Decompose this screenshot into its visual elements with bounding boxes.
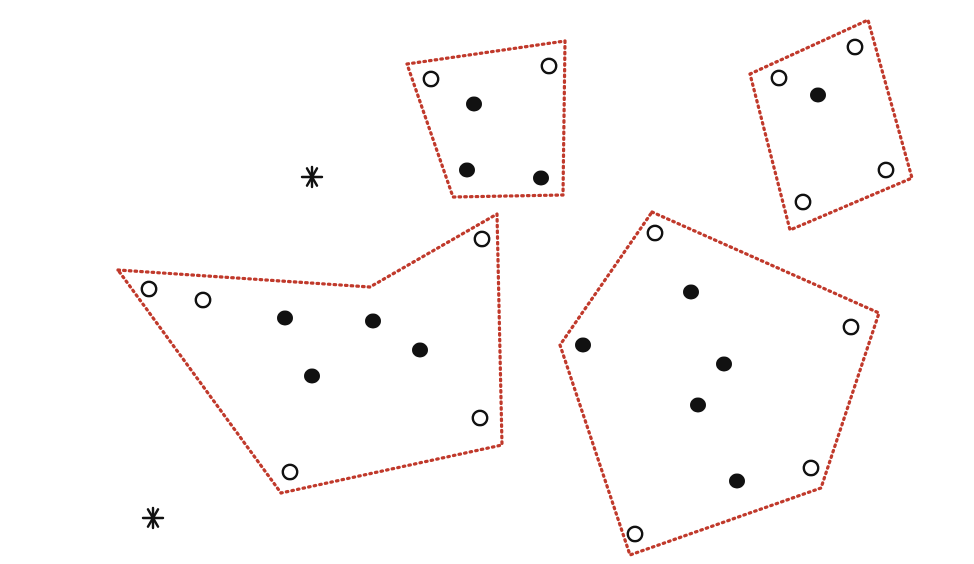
cluster-bottom-right-core-point [690, 397, 706, 413]
noise-points [141, 165, 324, 530]
cluster-top-right-border-point [877, 161, 895, 179]
cluster-top-middle-core-point [466, 96, 482, 112]
noise-star-icon [141, 506, 165, 530]
cluster-left-core-point [304, 368, 320, 384]
cluster-top-middle-border-point [422, 70, 440, 88]
cluster-top-right-border-point [846, 38, 864, 56]
cluster-bottom-right-border-point [646, 224, 664, 242]
cluster-left-border-point [281, 463, 299, 481]
cluster-bottom-right-core-point [683, 284, 699, 300]
cluster-top-middle-hull [405, 39, 567, 199]
cluster-bottom-right-core-point [716, 356, 732, 372]
cluster-top-middle-core-point [459, 162, 475, 178]
cluster-top-right-border-point [770, 69, 788, 87]
cluster-hulls [116, 18, 914, 557]
cluster-left-border-point [194, 291, 212, 309]
noise-star-icon [300, 165, 324, 189]
cluster-bottom-right-border-point [842, 318, 860, 336]
cluster-bottom-right-border-point [802, 459, 820, 477]
cluster-left-core-point [412, 342, 428, 358]
cluster-left-core-point [277, 310, 293, 326]
cluster-top-middle-border-point [540, 57, 558, 75]
cluster-left-hull [116, 212, 504, 495]
cluster-top-right-hull [748, 18, 914, 232]
cluster-points [140, 38, 895, 543]
cluster-left-border-point [140, 280, 158, 298]
cluster-left-border-point [471, 409, 489, 427]
cluster-left-border-point [473, 230, 491, 248]
cluster-bottom-right-core-point [575, 337, 591, 353]
cluster-bottom-right-border-point [626, 525, 644, 543]
cluster-bottom-right-core-point [729, 473, 745, 489]
cluster-top-right-border-point [794, 193, 812, 211]
cluster-left-core-point [365, 313, 381, 329]
cluster-top-right-core-point [810, 87, 826, 103]
cluster-bottom-right-hull [558, 210, 881, 557]
cluster-top-middle-core-point [533, 170, 549, 186]
